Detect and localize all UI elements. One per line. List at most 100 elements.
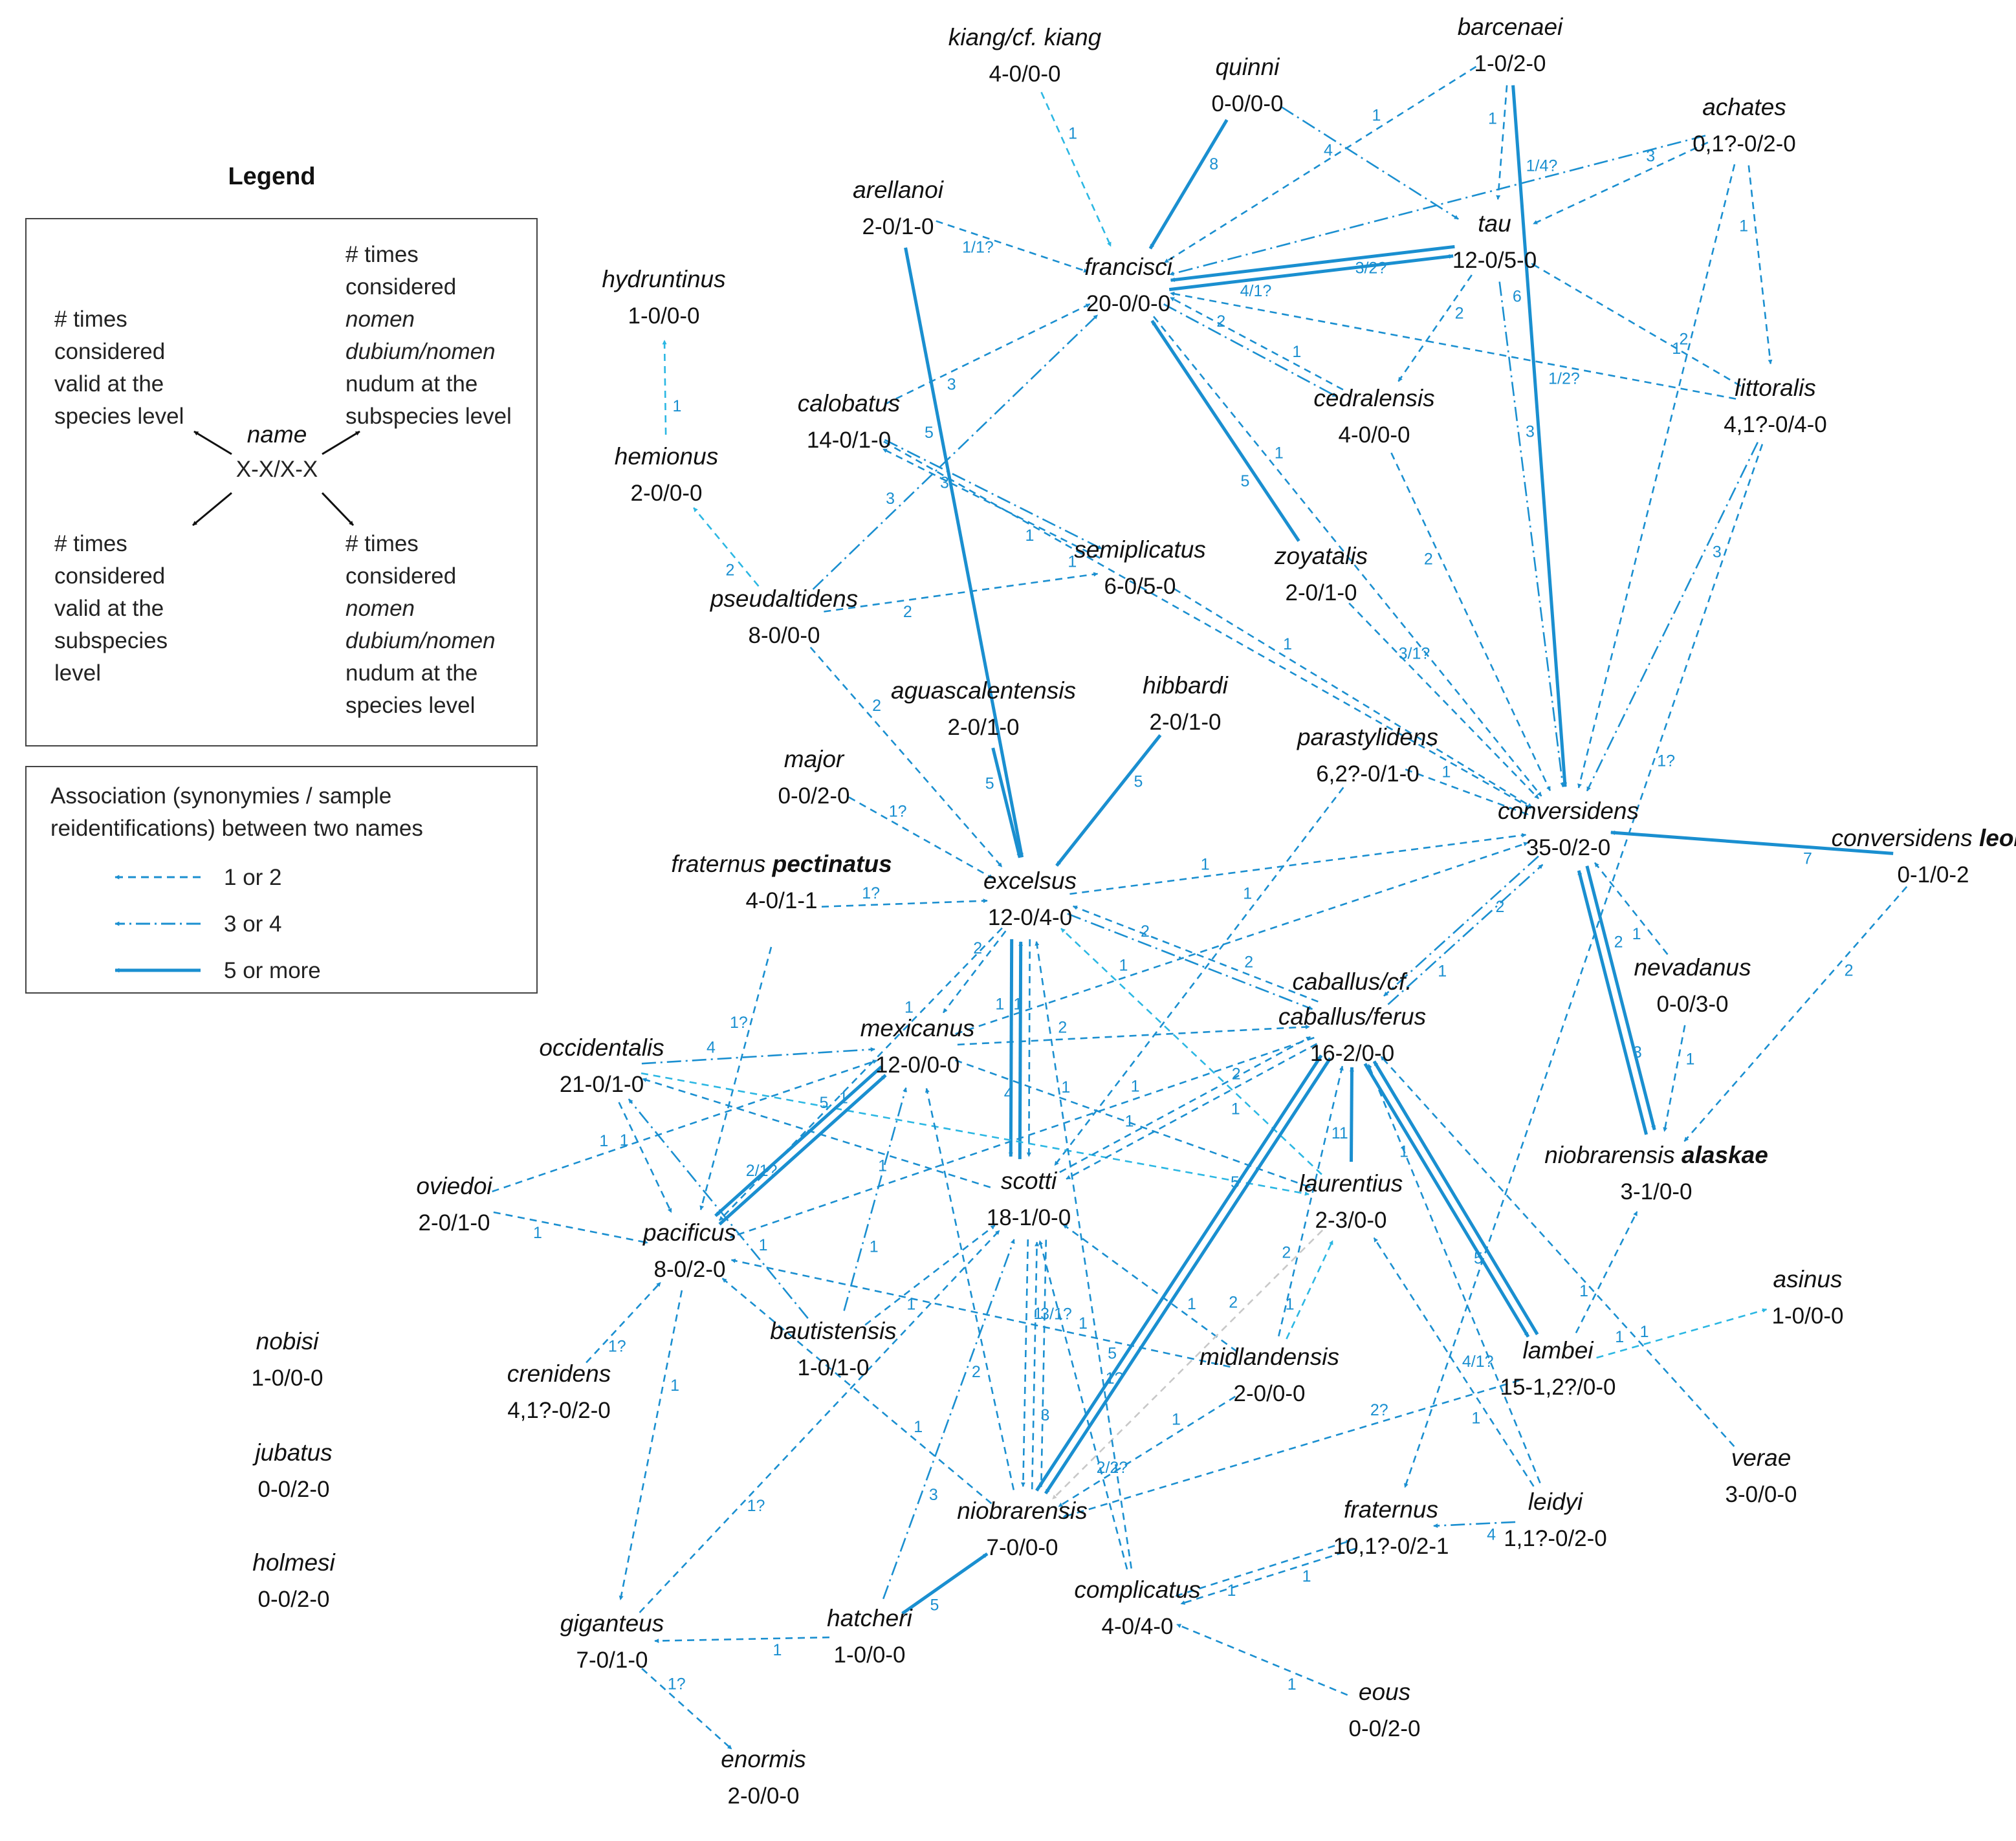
node-name-aguascalentensis: aguascalentensis xyxy=(891,677,1076,704)
edge-hatcheri-to-giganteus xyxy=(654,1636,830,1644)
edge-caballus-to-lambei xyxy=(1363,1063,1530,1338)
edge-bautistensis-to-occidentalis xyxy=(628,1098,809,1319)
edge-giganteus-to-enormis xyxy=(641,1668,732,1750)
edge-label-bautistensis-to-occidentalis: 1 xyxy=(759,1236,768,1254)
edge-caballus-to-pacificus xyxy=(729,1036,1315,1238)
edge-caballus-to-conversidens xyxy=(1387,864,1544,1005)
node-code-littoralis: 4,1?-0/4-0 xyxy=(1724,412,1827,437)
edge-francisci-to-cedralensis xyxy=(1163,303,1337,398)
edge-barcenaei-to-tau xyxy=(1496,85,1508,200)
edge-label-complicatus-to-scotti: 2/2? xyxy=(1097,1459,1128,1477)
edge-cedralensis-to-conversidens xyxy=(1390,452,1551,791)
edge-label-niobrarensis-to-caballus: 5 xyxy=(1108,1345,1117,1363)
edge-label-niobrarensis-to-pacificus: 1 xyxy=(914,1418,923,1436)
edge-label-caballus-to-pacificus: 1 xyxy=(1131,1078,1140,1096)
edge-nevadanus-to-alaskae xyxy=(1663,1025,1686,1132)
edge-label-hemionus-to-hydruntinus: 1 xyxy=(673,397,682,415)
edge-label-caballus-to-conversidens: 1 xyxy=(1438,962,1447,980)
edge-label-semiplicatus-to-conversidens: 1 xyxy=(1283,635,1292,653)
node-code-occidentalis: 21-0/1-0 xyxy=(560,1072,644,1097)
node-code-hibbardi: 2-0/1-0 xyxy=(1150,710,1222,735)
node-name-excelsus: excelsus xyxy=(983,867,1077,894)
node-name-major: major xyxy=(784,746,845,772)
node-name-semiplicatus: semiplicatus xyxy=(1074,536,1206,563)
edge-semiplicatus-to-conversidens xyxy=(1174,588,1533,808)
edge-bautistensis-to-scotti xyxy=(864,1225,996,1326)
node-name-oviedoi: oviedoi xyxy=(416,1173,493,1199)
legend-arrow-up-right xyxy=(322,430,360,455)
node-name-holmesi: holmesi xyxy=(252,1549,336,1576)
node-code-alaskae: 3-1/0-0 xyxy=(1621,1179,1693,1204)
edge-achates-to-francisci xyxy=(1169,135,1706,276)
legend-code: X-X/X-X xyxy=(236,457,318,482)
edge-caballus-to-excelsus xyxy=(1072,905,1319,1003)
edge-label-laurentius-to-niobrarensis: 2 xyxy=(1229,1294,1238,1312)
edge-francisci-to-tau xyxy=(1168,254,1454,292)
legend-dubium-subspecies: # times considered nomen dubium/nomen nu… xyxy=(345,242,512,429)
node-name-leoni: conversidens leoni xyxy=(1832,825,2016,851)
edge-label-giganteus-to-scotti: 1? xyxy=(747,1497,765,1515)
edge-label-pseudaltidens-to-francisci: 3 xyxy=(886,490,895,508)
edge-francisci-to-conversidens xyxy=(1152,316,1542,797)
node-name-jubatus: jubatus xyxy=(252,1439,332,1466)
edge-littoralis-to-francisci xyxy=(1170,291,1737,400)
node-name-crenidens: crenidens xyxy=(507,1360,611,1387)
edge-label-leoni-to-conversidens: 7 xyxy=(1803,850,1812,868)
edge-label-parastylidens-to-conversidens: 1 xyxy=(1441,763,1451,781)
edge-niobrarensis-to-caballus xyxy=(1035,1054,1323,1492)
edge-tau-to-conversidens xyxy=(1498,281,1565,788)
association-legend-title: Association (synonymies / sample reident… xyxy=(50,783,423,841)
node-code-laurentius: 2-3/0-0 xyxy=(1315,1208,1387,1233)
edge-zoyatalis-to-francisci xyxy=(1150,320,1300,542)
edge-label-leidyi-to-caballus: 4/1? xyxy=(1462,1353,1494,1371)
edge-label-hatcheri-to-niobrarensis: 5 xyxy=(930,1596,939,1614)
node-code-scotti: 18-1/0-0 xyxy=(987,1205,1071,1230)
edge-semiplicatus-to-calobatus xyxy=(882,448,1101,559)
edge-label-cedralensis-to-francisci: 1 xyxy=(1292,343,1301,361)
node-name-occidentalis: occidentalis xyxy=(539,1034,664,1061)
edge-label-arellanoi-to-excelsus: 5 xyxy=(925,424,934,442)
node-code-giganteus: 7-0/1-0 xyxy=(576,1648,648,1673)
edge-label-oviedoi-to-mexicanus: 1 xyxy=(599,1132,608,1150)
node-code-quinni: 0-0/0-0 xyxy=(1212,91,1284,116)
edge-niobrarensis-to-scotti xyxy=(1031,1241,1040,1490)
edge-kiang-to-francisci xyxy=(1040,91,1112,247)
edge-major-to-excelsus xyxy=(848,796,994,879)
legend-solid-label: 5 or more xyxy=(224,958,321,983)
node-code-zoyatalis: 2-0/1-0 xyxy=(1286,580,1357,605)
edge-label-pseudaltidens-to-hemionus: 2 xyxy=(726,561,735,579)
edge-lambei-to-asinus xyxy=(1596,1308,1768,1359)
edge-label-barcenaei-to-tau: 1 xyxy=(1488,109,1497,127)
edge-label-lambei-to-alaskae: 1 xyxy=(1579,1282,1588,1300)
legend: Legend # times considered valid at the s… xyxy=(25,163,538,994)
edge-label-zoyatalis-to-conversidens: 3/1? xyxy=(1399,645,1430,663)
node-code-fraternus_p: 4-0/1-1 xyxy=(746,888,818,913)
edge-label-midlandensis-to-caballus: 2 xyxy=(1282,1243,1291,1261)
node-name-nevadanus: nevadanus xyxy=(1634,954,1751,981)
edge-label-scotti-to-niobrarensis: 3/1? xyxy=(1040,1305,1072,1324)
edge-lambei-to-caballus xyxy=(1372,1060,1539,1336)
edge-label-midlandensis-to-scotti: 1 xyxy=(1187,1295,1196,1313)
legend-arrow-up-left xyxy=(193,430,232,455)
edge-caballus-to-niobrarensis xyxy=(1044,1057,1332,1495)
edge-label-hatcheri-to-scotti: 3 xyxy=(929,1486,938,1504)
edge-pseudaltidens-to-hemionus xyxy=(693,507,760,587)
edge-label-nevadanus-to-alaskae: 1 xyxy=(1685,1051,1694,1069)
edge-label-barcenaei-to-francisci: 1 xyxy=(1372,107,1381,125)
edge-laurentius-to-niobrarensis xyxy=(1051,1229,1324,1500)
edge-crenidens-to-pacificus xyxy=(586,1281,662,1364)
node-name-quinni: quinni xyxy=(1216,54,1281,80)
edge-label-caballus-to-scotti: 2 xyxy=(1232,1065,1241,1083)
